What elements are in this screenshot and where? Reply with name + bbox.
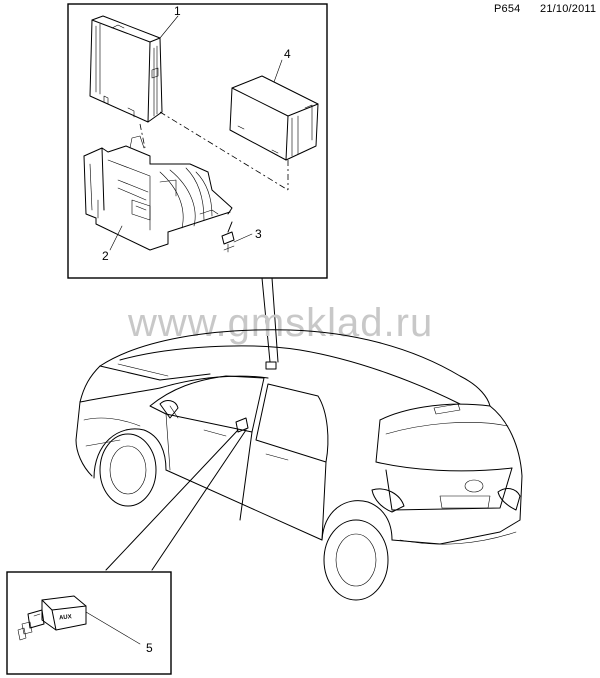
part-2-bracket <box>83 135 233 251</box>
callout-3: 3 <box>255 227 262 241</box>
callout-4: 4 <box>284 47 291 61</box>
part-4-module <box>229 75 319 161</box>
aux-label: AUX <box>59 614 72 621</box>
diagram-code: P654 <box>494 3 521 15</box>
assembly-line-3 <box>139 123 146 149</box>
leader-4 <box>273 59 283 83</box>
part-5-aux-socket: AUX <box>17 595 87 641</box>
link-line-d <box>151 429 247 571</box>
leader-2 <box>109 225 123 251</box>
leader-5 <box>85 611 141 645</box>
part-1-module <box>89 15 163 123</box>
callout-1: 1 <box>174 4 181 18</box>
detail-box-bottom <box>6 571 172 675</box>
link-line-b <box>271 277 279 363</box>
aux-location-marker <box>235 417 249 433</box>
link-line-a <box>261 277 271 363</box>
callout-5: 5 <box>146 641 153 655</box>
vehicle-outline <box>75 329 523 601</box>
detail-box-top <box>67 3 328 279</box>
diagram-date: 21/10/2011 <box>540 3 597 15</box>
leader-1 <box>159 15 179 39</box>
callout-2: 2 <box>102 249 109 263</box>
part-3-screw <box>221 221 235 253</box>
link-line-c <box>105 429 239 571</box>
leader-3 <box>233 233 253 243</box>
module-location-marker <box>265 361 277 370</box>
assembly-line-1 <box>159 111 289 191</box>
